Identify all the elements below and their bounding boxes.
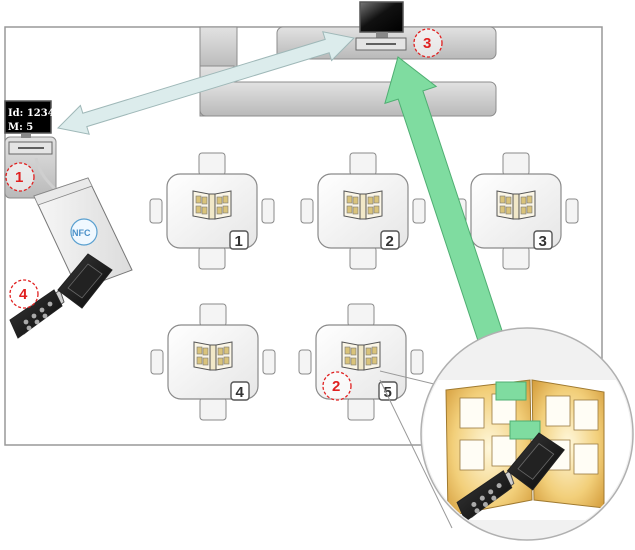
- menu-icon: [341, 341, 381, 371]
- table-number-5: 5: [384, 384, 392, 401]
- table-number-box: [533, 230, 553, 250]
- table-number-4: 4: [236, 384, 245, 401]
- table-number-box: [380, 230, 400, 250]
- table-4: 4: [150, 303, 276, 421]
- chair: [198, 152, 226, 176]
- chair: [502, 152, 530, 176]
- chair: [410, 349, 424, 375]
- chair: [261, 198, 275, 224]
- chair: [347, 303, 375, 327]
- step-marker-1: 1: [5, 162, 35, 192]
- table-number-box: [229, 230, 249, 250]
- table-number-1: 1: [235, 233, 243, 250]
- chair: [349, 152, 377, 176]
- terminal-m-text: M: 5: [8, 122, 33, 133]
- menu-icon: [343, 190, 383, 220]
- menu-icon: [192, 190, 232, 220]
- step-number-3: 3: [423, 35, 431, 52]
- step-marker-3: 3: [413, 28, 443, 58]
- chair: [502, 246, 530, 270]
- table-3: 3: [453, 152, 579, 270]
- chair: [298, 349, 312, 375]
- nfc-reader-icon: [33, 177, 133, 291]
- sync-arrow: [56, 31, 356, 135]
- step-marker-4: 4: [9, 279, 39, 309]
- chair: [199, 303, 227, 327]
- chair: [347, 397, 375, 421]
- menu-icon: [496, 190, 536, 220]
- chair: [412, 198, 426, 224]
- nfc-transfer-arrow: [384, 56, 513, 371]
- step-number-4: 4: [19, 286, 28, 303]
- chair: [300, 198, 314, 224]
- chair: [150, 349, 164, 375]
- chair: [349, 246, 377, 270]
- table-number-2: 2: [386, 233, 394, 250]
- table-number-3: 3: [539, 233, 547, 250]
- chair: [565, 198, 579, 224]
- step-number-2: 2: [332, 378, 340, 395]
- server-computer-icon: [355, 1, 407, 51]
- chair: [262, 349, 276, 375]
- chair: [198, 246, 226, 270]
- step-number-1: 1: [15, 169, 23, 186]
- nfc-reader-logo: NFC: [72, 228, 91, 238]
- table-1: 1: [149, 152, 275, 270]
- zoom-callout: [379, 327, 634, 541]
- step-marker-2: 2: [322, 371, 352, 401]
- menu-icon: [193, 341, 233, 371]
- table-2: 2: [300, 152, 426, 270]
- chair: [149, 198, 163, 224]
- chair: [199, 397, 227, 421]
- table-number-box: [230, 381, 250, 401]
- terminal-id-text: Id: 1234: [8, 108, 55, 119]
